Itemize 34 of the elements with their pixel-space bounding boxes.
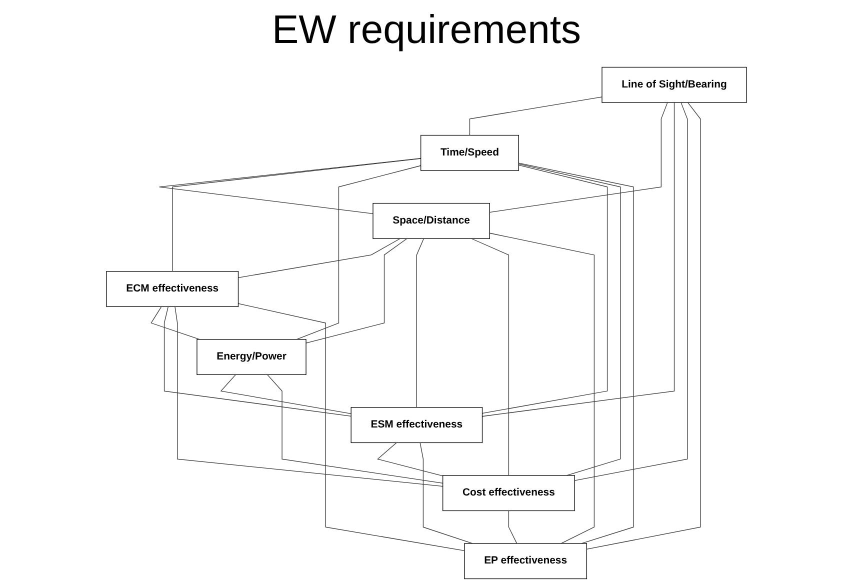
diagram-heading: EW requirements [272, 8, 581, 52]
node-box: Line of Sight/Bearing [602, 66, 747, 103]
connector [238, 303, 465, 552]
connector [164, 306, 352, 417]
connector [508, 510, 518, 544]
node-box: ECM effectiveness [106, 271, 239, 307]
connector [220, 374, 352, 414]
node-box: Time/Speed [420, 134, 519, 171]
node-box: EP effectiveness [464, 543, 588, 580]
connector [150, 306, 200, 340]
connector [482, 164, 608, 414]
connector [296, 165, 422, 340]
connector [158, 158, 422, 214]
node-box: Energy/Power [196, 339, 306, 375]
connector [174, 306, 444, 487]
connector [489, 232, 595, 544]
connector [482, 102, 675, 417]
connector [267, 374, 444, 484]
connector [518, 164, 621, 476]
connector [306, 238, 408, 344]
connector [416, 238, 424, 408]
connector [574, 102, 688, 481]
connector [586, 102, 701, 550]
connector [377, 442, 444, 476]
connector [489, 102, 668, 213]
node-box: ESM effectiveness [350, 407, 483, 444]
connector [420, 442, 473, 544]
node-box: Cost effectiveness [442, 475, 575, 512]
connector [172, 158, 422, 272]
connector [518, 162, 634, 544]
node-box: Space/Distance [372, 202, 490, 239]
connector [238, 238, 400, 278]
connector [469, 96, 602, 136]
connector [471, 238, 510, 476]
